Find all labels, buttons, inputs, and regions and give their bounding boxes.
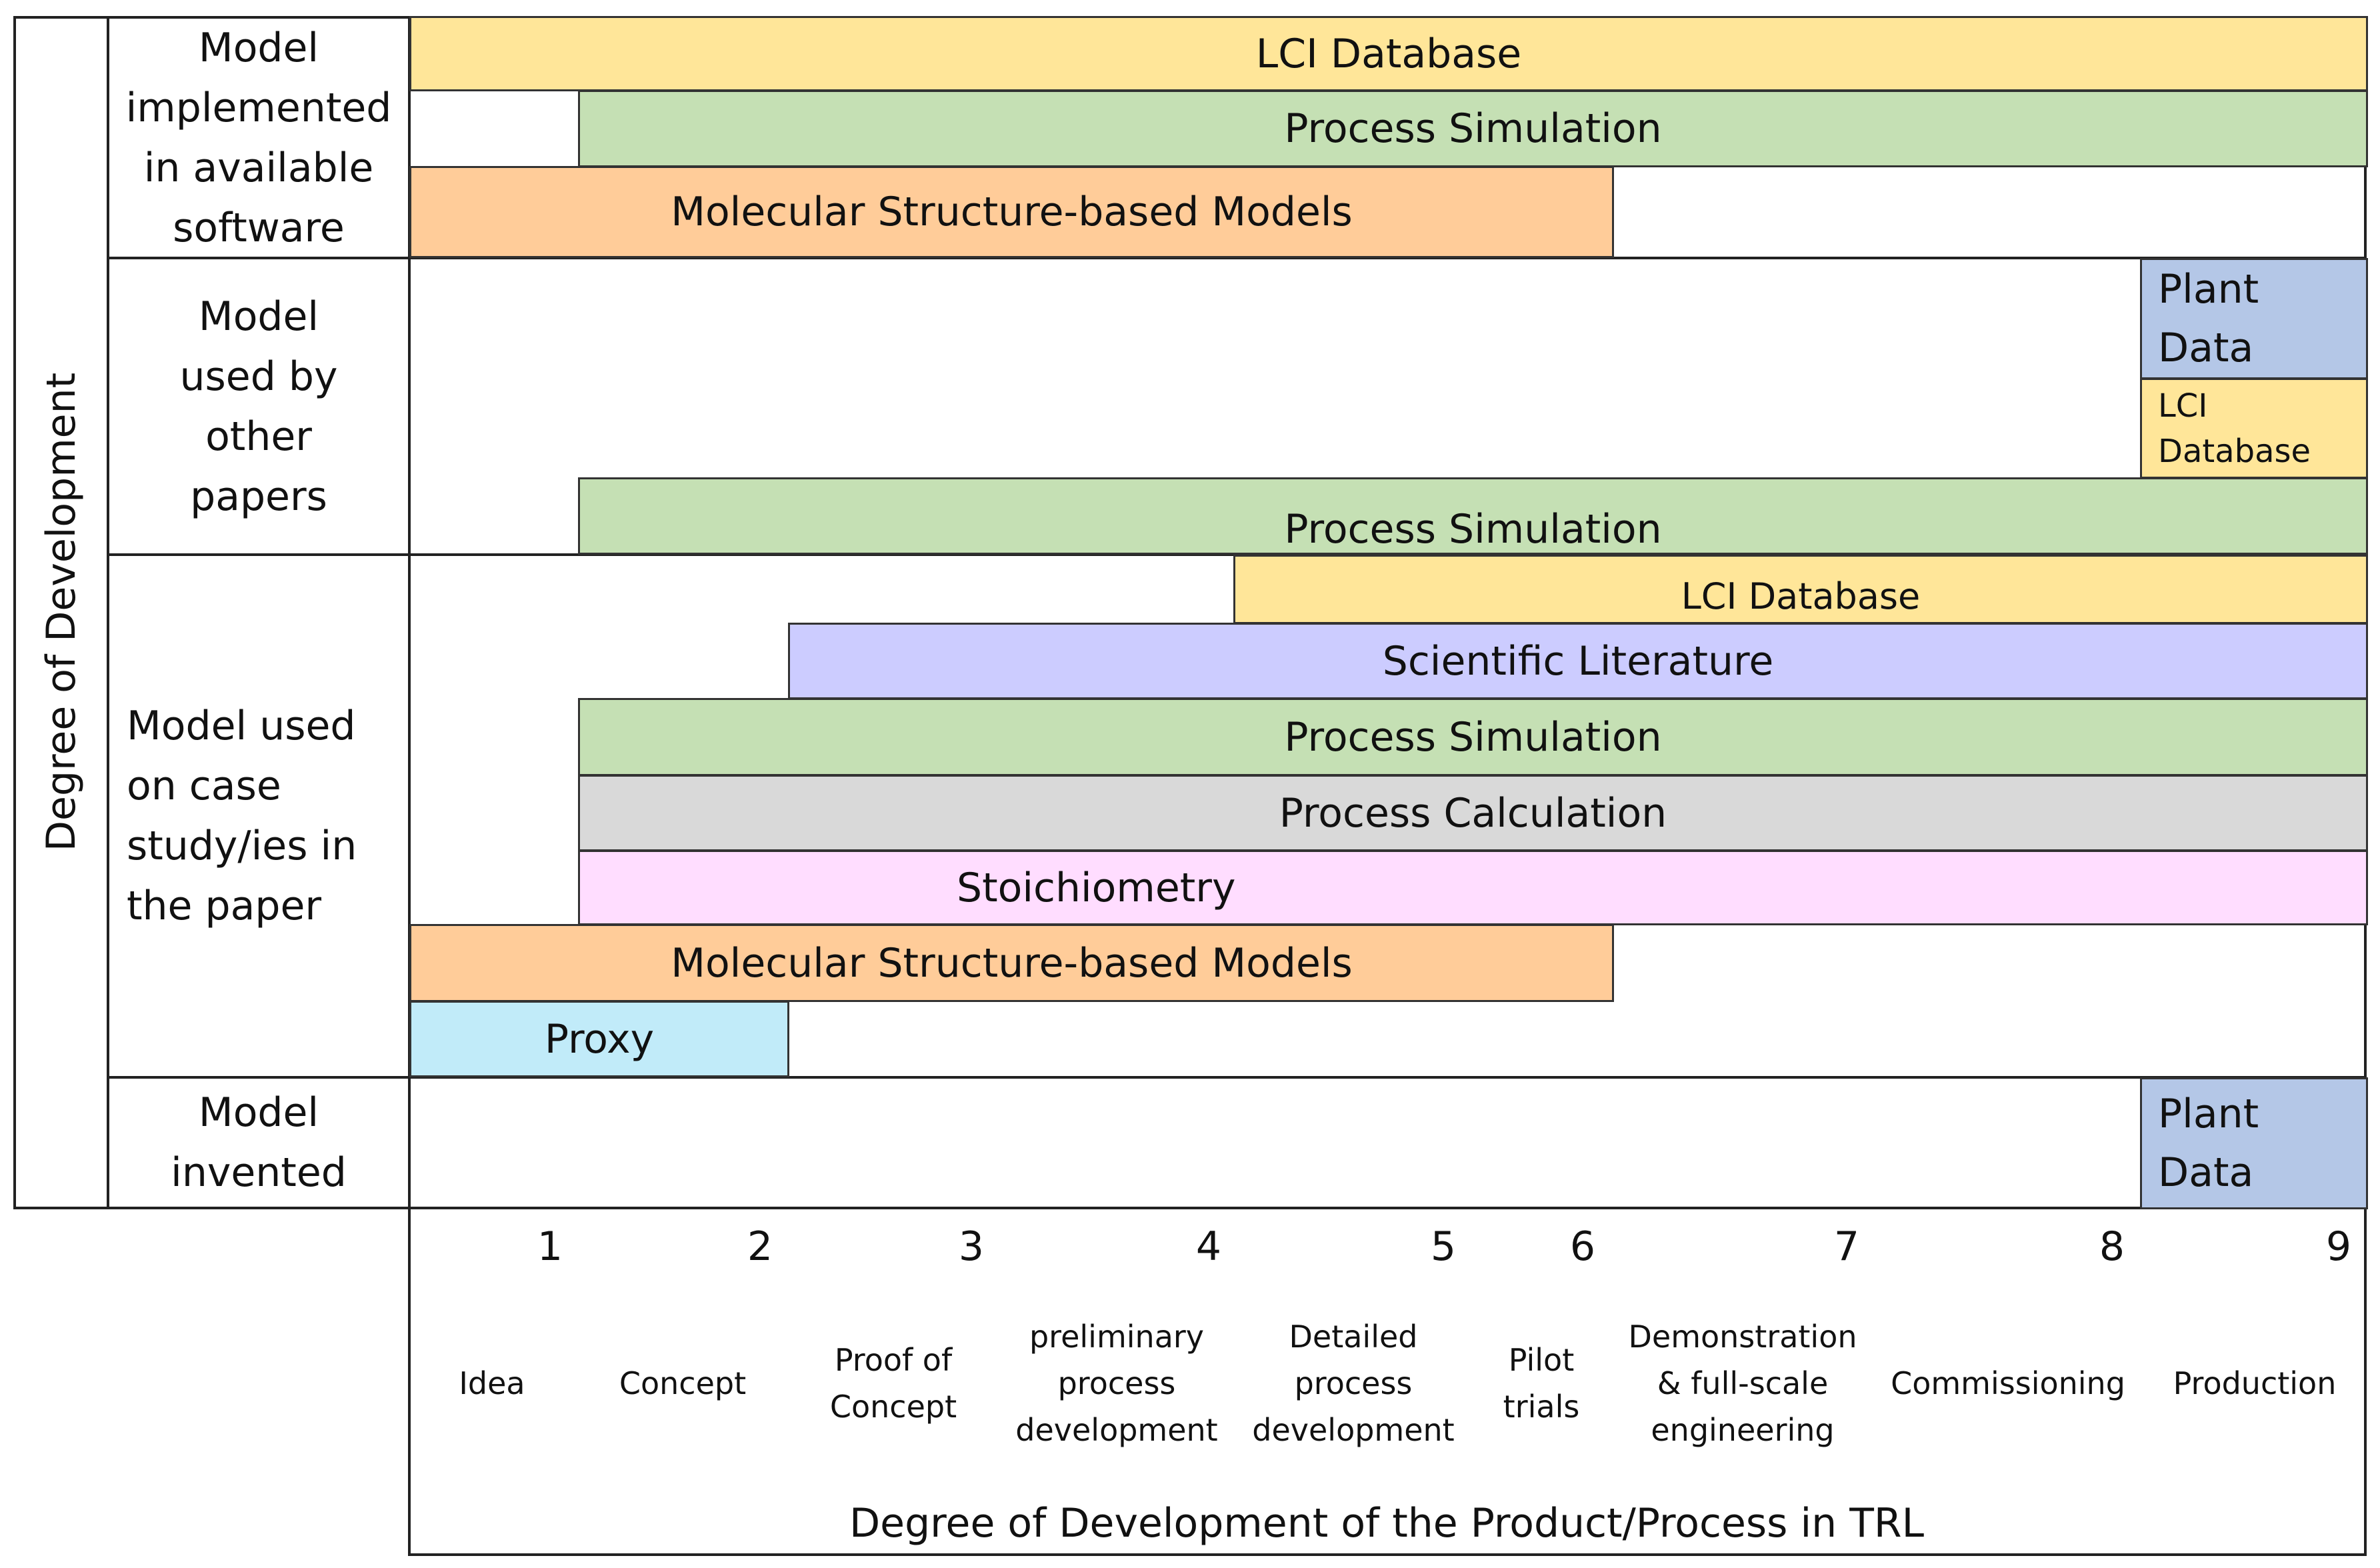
stage-preliminary-process-development: preliminary process development <box>1015 1319 1218 1448</box>
bar-label: Proxy <box>544 1015 655 1063</box>
separator-ytitle <box>107 16 109 1209</box>
y-axis-title: Degree of Development <box>38 372 85 852</box>
stage-production: Production <box>2173 1365 2337 1401</box>
row-separator-1 <box>107 257 2367 259</box>
bar-software-molecular-models: Molecular Structure-based Models <box>409 166 1614 258</box>
stage-demonstration: Demonstration & full-scale engineering <box>1628 1319 1857 1448</box>
bar-label: LCI Database <box>1681 575 1921 617</box>
bar-label: Process Simulation <box>1284 506 1662 553</box>
bar-label: Plant Data <box>2158 1091 2259 1196</box>
bar-case-process-simulation: Process Simulation <box>578 698 2368 776</box>
bar-label: LCI Database <box>1255 30 1522 77</box>
bar-label: Process Calculation <box>1279 789 1667 837</box>
bar-label: Molecular Structure-based Models <box>671 939 1353 987</box>
bar-case-scientific-literature: Scientific Literature <box>788 623 2368 699</box>
trl-tick-4: 4 <box>1195 1223 1222 1270</box>
stage-pilot-trials: Pilot trials <box>1503 1342 1580 1425</box>
stage-detailed-process-development: Detailed process development <box>1252 1319 1455 1448</box>
stage-commissioning: Commissioning <box>1891 1365 2125 1401</box>
bar-other-plant-data: Plant Data <box>2140 258 2368 379</box>
bar-other-process-simulation: Process Simulation <box>578 477 2368 555</box>
separator-labels <box>408 16 411 1209</box>
bar-case-process-calculation: Process Calculation <box>578 775 2368 851</box>
trl-tick-1: 1 <box>537 1223 563 1270</box>
row-label-invented: Model invented <box>171 1089 347 1196</box>
trl-axis-box <box>408 1207 2367 1556</box>
trl-tick-7: 7 <box>1833 1223 1860 1270</box>
bar-invented-plant-data: Plant Data <box>2140 1077 2368 1209</box>
trl-tick-9: 9 <box>2325 1223 2352 1270</box>
row-label-other-papers: Model used by other papers <box>179 293 338 520</box>
trl-tick-5: 5 <box>1430 1223 1457 1270</box>
bar-case-molecular-models: Molecular Structure-based Models <box>409 924 1614 1002</box>
stage-idea: Idea <box>459 1365 525 1401</box>
bar-case-stoichiometry: Stoichiometry <box>578 850 2368 925</box>
bar-label: Molecular Structure-based Models <box>671 189 1353 235</box>
trl-tick-6: 6 <box>1569 1223 1596 1270</box>
trl-tick-8: 8 <box>2099 1223 2125 1270</box>
bar-software-process-simulation: Process Simulation <box>578 90 2368 167</box>
stage-proof-of-concept: Proof of Concept <box>829 1342 957 1425</box>
bar-label: Scientific Literature <box>1382 637 1774 685</box>
stage-concept: Concept <box>619 1365 747 1401</box>
trl-tick-3: 3 <box>958 1223 985 1270</box>
row-label-software: Model implemented in available software <box>125 24 392 251</box>
row-label-case-study: Model used on case study/ies in the pape… <box>127 703 357 929</box>
bar-case-lci-database: LCI Database <box>1233 555 2368 624</box>
row-separator-3 <box>107 1076 2367 1079</box>
bar-case-proxy: Proxy <box>409 1001 789 1077</box>
bar-label: Stoichiometry <box>957 864 1236 911</box>
bar-label: LCI Database <box>2158 387 2311 470</box>
x-axis-title: Degree of Development of the Product/Pro… <box>849 1500 1925 1547</box>
bar-label: Process Simulation <box>1284 713 1662 761</box>
trl-tick-2: 2 <box>747 1223 773 1270</box>
bar-label: Process Simulation <box>1284 105 1662 152</box>
bar-other-lci-database: LCI Database <box>2140 378 2368 479</box>
bar-label: Plant Data <box>2158 266 2259 371</box>
bar-software-lci-database: LCI Database <box>409 16 2368 91</box>
